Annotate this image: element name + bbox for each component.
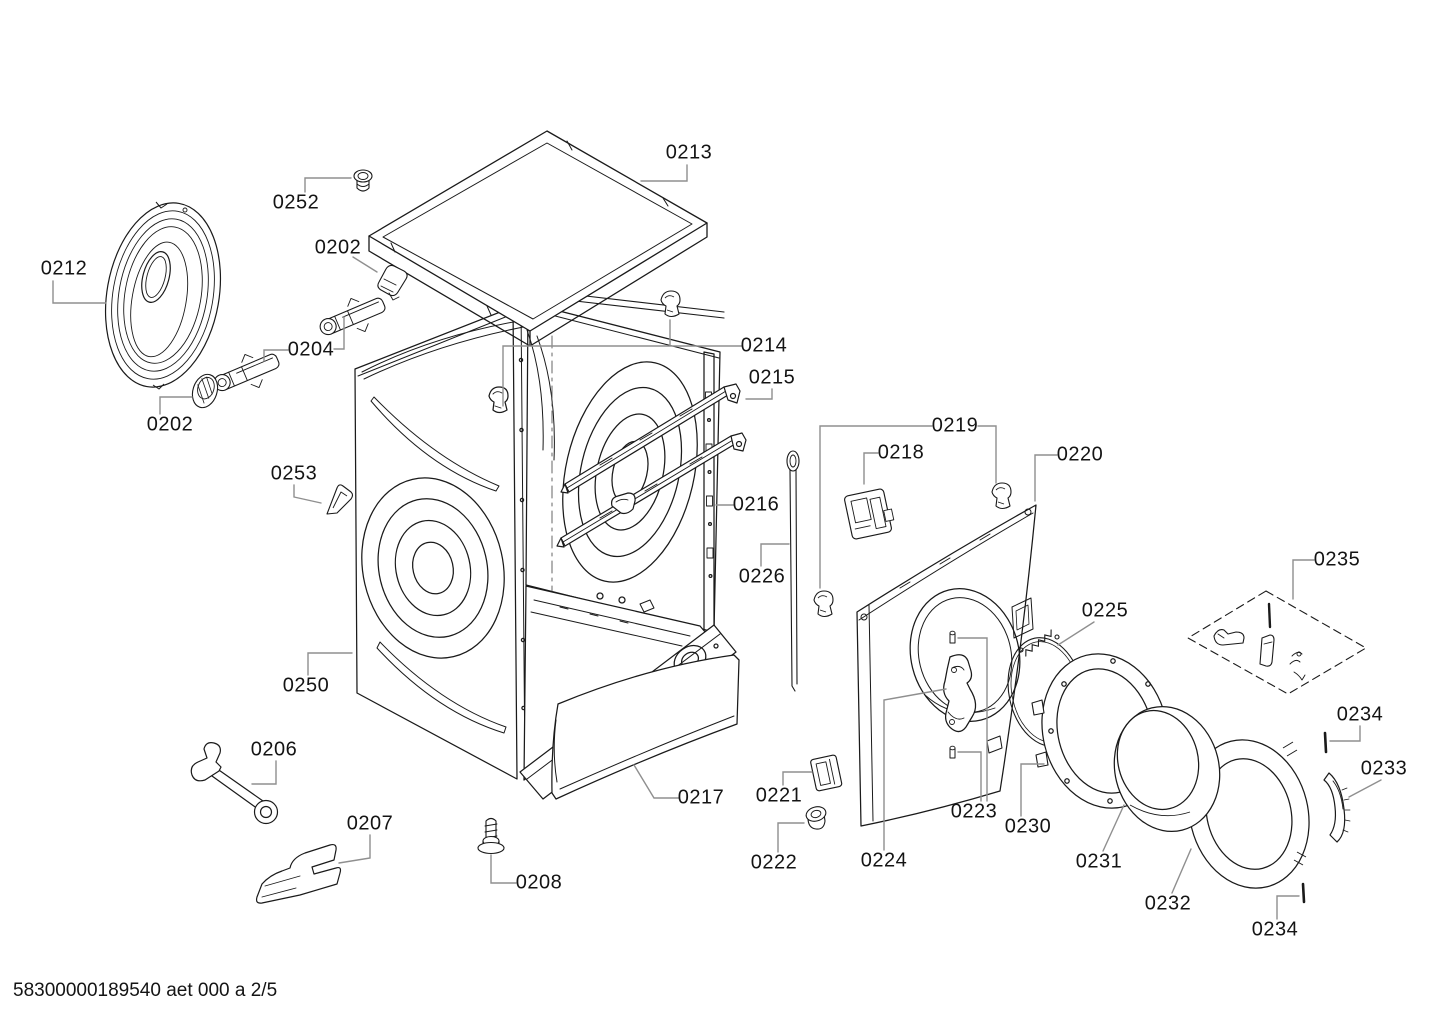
- part-label-0226: 0226: [738, 565, 786, 588]
- damper-0204-upper-drawing: [319, 297, 386, 336]
- cap-0202-lower-drawing: [191, 373, 219, 409]
- part-label-0252: 0252: [272, 191, 320, 214]
- part-label-0250: 0250: [282, 674, 330, 697]
- part-label-0217: 0217: [677, 786, 725, 809]
- part-label-0218: 0218: [877, 441, 925, 464]
- door-glass-drawing: [1113, 705, 1221, 833]
- part-label-0216: 0216: [732, 493, 780, 516]
- top-panel-drawing: [368, 130, 708, 347]
- part-label-0234-top: 0234: [1336, 703, 1384, 726]
- repair-kit-drawing: [1187, 590, 1367, 695]
- hinge-pin-bottom-drawing: [1301, 882, 1306, 904]
- part-label-0214: 0214: [740, 334, 788, 357]
- part-label-0225: 0225: [1081, 599, 1129, 622]
- part-label-0208: 0208: [515, 871, 563, 894]
- door-lock-0218-drawing: [844, 488, 895, 540]
- screw-0208-drawing: [477, 817, 505, 855]
- document-code: 58300000189540 aet 000 a 2/5: [13, 980, 278, 1001]
- clip-0219-right-drawing: [991, 482, 1012, 510]
- front-panel-drawing: [856, 504, 1037, 827]
- part-label-0231: 0231: [1075, 850, 1123, 873]
- rod-0226-drawing: [786, 450, 800, 692]
- part-label-0232: 0232: [1144, 892, 1192, 915]
- part-label-0224: 0224: [860, 849, 908, 872]
- hinge-pin-top-drawing: [1323, 731, 1328, 754]
- bracket-0253-drawing: [326, 484, 354, 515]
- part-label-0220: 0220: [1056, 443, 1104, 466]
- bottom-panel-drawing: [551, 654, 740, 800]
- door-handle-drawing: [1323, 772, 1351, 843]
- latch-0221-drawing: [810, 754, 843, 792]
- part-label-0222: 0222: [750, 851, 798, 874]
- part-label-0213: 0213: [665, 141, 713, 164]
- part-label-0202-top: 0202: [314, 236, 362, 259]
- clip-0214-drawing: [660, 290, 681, 318]
- part-label-0230: 0230: [1004, 815, 1052, 838]
- part-label-0235: 0235: [1313, 548, 1361, 571]
- hinge-0202-top-drawing: [377, 264, 408, 301]
- part-label-0233: 0233: [1360, 757, 1408, 780]
- part-label-0204: 0204: [287, 338, 335, 361]
- part-label-0215: 0215: [748, 366, 796, 389]
- part-label-0219: 0219: [931, 414, 979, 437]
- screw-0252-drawing: [353, 169, 373, 192]
- part-label-0207: 0207: [346, 812, 394, 835]
- damper-0204-lower-drawing: [213, 353, 280, 392]
- part-label-0212: 0212: [40, 257, 88, 280]
- clip-0219-left-drawing: [813, 590, 834, 618]
- part-label-0253: 0253: [270, 462, 318, 485]
- part-label-0234-bottom: 0234: [1251, 918, 1299, 941]
- door-gasket-drawing: [104, 201, 222, 390]
- transport-fork-0207-drawing: [255, 843, 342, 904]
- part-label-0221: 0221: [755, 784, 803, 807]
- grommet-0222-drawing: [805, 806, 827, 830]
- leader-lines: [52, 164, 1382, 920]
- wrench-0206-drawing: [190, 742, 279, 825]
- part-label-0206: 0206: [250, 738, 298, 761]
- shipping-braces-drawing: [556, 383, 747, 548]
- part-label-0223: 0223: [950, 800, 998, 823]
- part-label-0202-lower: 0202: [146, 413, 194, 436]
